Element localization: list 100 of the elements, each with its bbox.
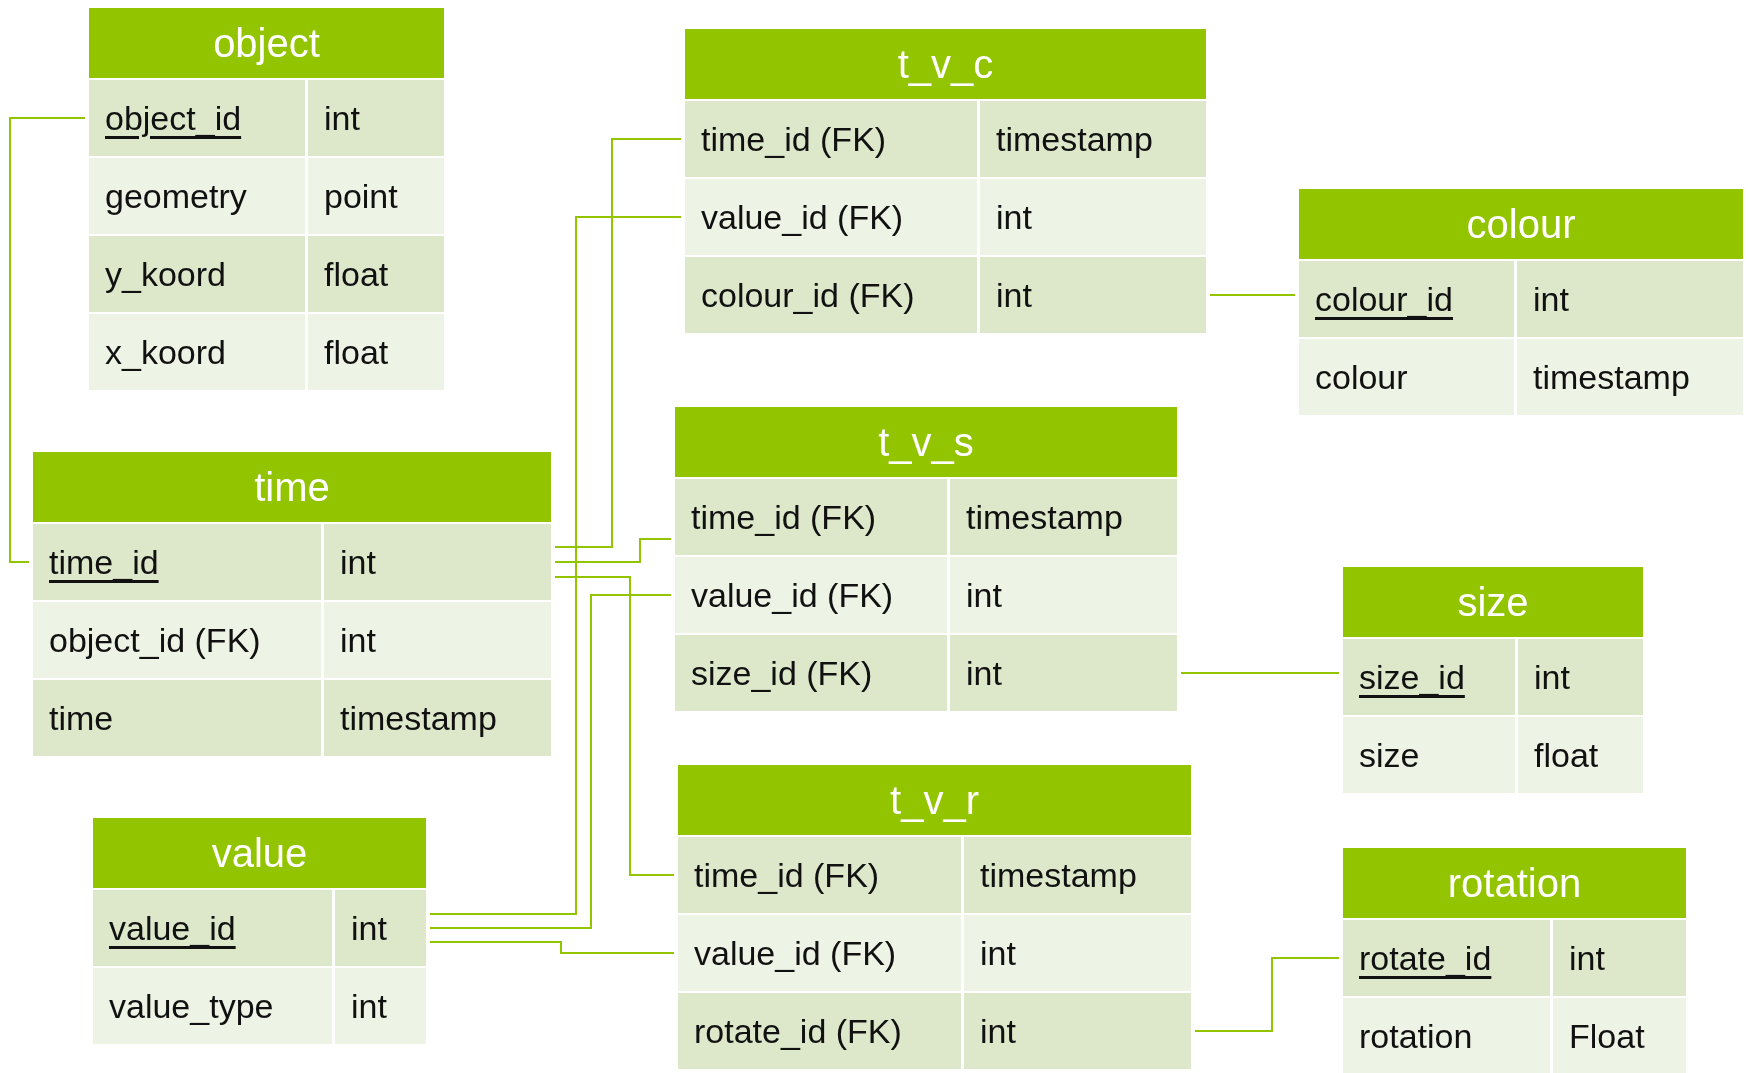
table-row	[33, 680, 551, 756]
relation-line	[1209, 294, 1296, 296]
table	[676, 763, 1193, 1071]
field-name: time_id (FK)	[685, 101, 977, 177]
table-header: object	[89, 8, 444, 78]
table-row	[89, 158, 444, 234]
field-name: time_id (FK)	[675, 479, 947, 555]
field-type: int	[335, 890, 426, 966]
table	[683, 27, 1208, 335]
table-header: t_v_s	[675, 407, 1177, 477]
table-row	[685, 257, 1206, 333]
field-type: int	[324, 602, 551, 678]
field-type: float	[1518, 717, 1643, 793]
field-type: timestamp	[324, 680, 551, 756]
table-row	[33, 524, 551, 600]
relation-line	[554, 538, 672, 563]
field-name: object_id	[89, 80, 305, 156]
field-type: float	[308, 314, 444, 390]
relation-line	[1194, 957, 1340, 1032]
table-header: t_v_c	[685, 29, 1206, 99]
field-name: object_id (FK)	[33, 602, 321, 678]
field-type: timestamp	[964, 837, 1191, 913]
field-type: int	[1518, 639, 1643, 715]
table-header: rotation	[1343, 848, 1686, 918]
field-name: time_id (FK)	[678, 837, 961, 913]
field-type: int	[950, 635, 1177, 711]
table-header: t_v_r	[678, 765, 1191, 835]
field-name: colour	[1299, 339, 1514, 415]
table	[87, 6, 446, 392]
field-type: timestamp	[980, 101, 1206, 177]
table-row	[678, 837, 1191, 913]
table-row	[1343, 639, 1643, 715]
table-row	[1299, 261, 1743, 337]
field-type: float	[308, 236, 444, 312]
table-header: value	[93, 818, 426, 888]
field-name: value_id (FK)	[678, 915, 961, 991]
field-name: size	[1343, 717, 1515, 793]
field-type: int	[308, 80, 444, 156]
table-row	[685, 101, 1206, 177]
field-type: int	[964, 915, 1191, 991]
field-type: int	[1517, 261, 1743, 337]
table	[91, 816, 428, 1046]
field-name: time	[33, 680, 321, 756]
field-name: y_koord	[89, 236, 305, 312]
table-row	[1343, 717, 1643, 793]
field-type: int	[324, 524, 551, 600]
table	[1297, 187, 1745, 417]
table-header: size	[1343, 567, 1643, 637]
field-name: value_id (FK)	[685, 179, 977, 255]
table-row	[675, 635, 1177, 711]
table	[31, 450, 553, 758]
table-row	[675, 479, 1177, 555]
field-name: size_id	[1343, 639, 1515, 715]
table-header: colour	[1299, 189, 1743, 259]
relation-line	[9, 117, 86, 563]
relation-line	[554, 138, 682, 548]
field-name: value_id (FK)	[675, 557, 947, 633]
field-type: int	[335, 968, 426, 1044]
table-row	[675, 557, 1177, 633]
field-type: timestamp	[950, 479, 1177, 555]
table-row	[89, 236, 444, 312]
field-name: size_id (FK)	[675, 635, 947, 711]
table	[1341, 846, 1688, 1073]
field-name: value_type	[93, 968, 332, 1044]
field-type: int	[980, 179, 1206, 255]
table	[673, 405, 1179, 713]
table-row	[93, 968, 426, 1044]
field-type: int	[980, 257, 1206, 333]
table-row	[89, 80, 444, 156]
field-name: rotation	[1343, 998, 1550, 1073]
relation-line	[429, 594, 672, 929]
field-name: value_id	[93, 890, 332, 966]
relation-line	[429, 216, 682, 915]
table-row	[685, 179, 1206, 255]
table-row	[678, 915, 1191, 991]
field-name: rotate_id (FK)	[678, 993, 961, 1069]
table-row	[1343, 920, 1686, 996]
field-name: time_id	[33, 524, 321, 600]
relation-line	[429, 941, 675, 954]
field-name: geometry	[89, 158, 305, 234]
relation-line	[554, 576, 675, 876]
field-name: rotate_id	[1343, 920, 1550, 996]
table-row	[89, 314, 444, 390]
field-type: Float	[1553, 998, 1686, 1073]
table-header: time	[33, 452, 551, 522]
table-row	[1343, 998, 1686, 1073]
field-name: colour_id (FK)	[685, 257, 977, 333]
relation-line	[1180, 672, 1340, 674]
table-row	[33, 602, 551, 678]
field-type: int	[950, 557, 1177, 633]
field-type: int	[964, 993, 1191, 1069]
table-row	[1299, 339, 1743, 415]
field-type: int	[1553, 920, 1686, 996]
field-type: point	[308, 158, 444, 234]
field-type: timestamp	[1517, 339, 1743, 415]
table	[1341, 565, 1645, 795]
field-name: x_koord	[89, 314, 305, 390]
table-row	[678, 993, 1191, 1069]
field-name: colour_id	[1299, 261, 1514, 337]
table-row	[93, 890, 426, 966]
